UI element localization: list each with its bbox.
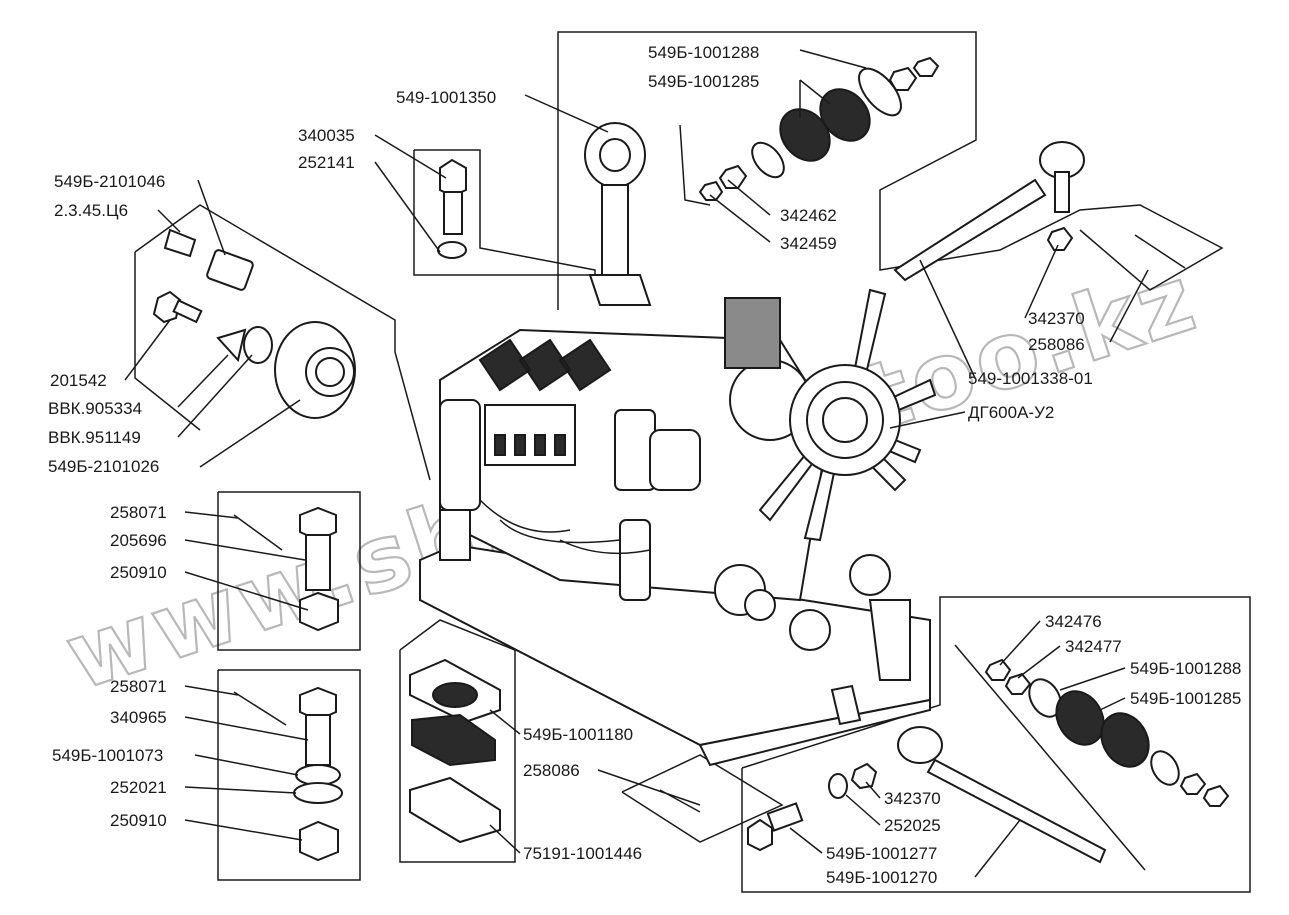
bolt-340965 bbox=[299, 686, 337, 722]
label-258071-b: 258071 bbox=[110, 677, 167, 696]
label-vvk905334: ВВК.905334 bbox=[48, 399, 142, 418]
nut-250910-a bbox=[299, 591, 339, 632]
fuel-fittings bbox=[152, 228, 356, 419]
cushion-549b-1001285-bottom-b bbox=[1100, 712, 1150, 768]
nut-342370-top bbox=[1046, 226, 1074, 251]
lower-left-parts bbox=[233, 506, 343, 862]
part-labels: 549Б-1001288 549Б-1001285 549-1001350 34… bbox=[48, 43, 1241, 887]
upper-mount-parts bbox=[437, 56, 1186, 306]
tie-rod-549-1001338-01 bbox=[893, 178, 1047, 282]
label-549b-2101046: 549Б-2101046 bbox=[54, 172, 165, 191]
label-258086-top: 258086 bbox=[1028, 335, 1085, 354]
label-549b-1001288-top: 549Б-1001288 bbox=[648, 43, 759, 62]
label-2345c6: 2.3.45.Ц6 bbox=[54, 201, 128, 220]
fan-dg600 bbox=[758, 288, 937, 542]
bolt-eye-549b-1001270 bbox=[897, 726, 943, 764]
washer-549b-1001288-bottom bbox=[1028, 678, 1062, 718]
bolt-340035 bbox=[439, 158, 467, 198]
label-342476: 342476 bbox=[1045, 612, 1102, 631]
label-250910-b: 250910 bbox=[110, 811, 167, 830]
label-dg600a-u2: ДГ600А-У2 bbox=[968, 403, 1054, 422]
label-342370-top: 342370 bbox=[1028, 309, 1085, 328]
bolt-201542 bbox=[152, 290, 182, 324]
washer-vvk951149 bbox=[243, 326, 273, 364]
label-549b-2101026: 549Б-2101026 bbox=[48, 457, 159, 476]
label-75191-1001446: 75191-1001446 bbox=[523, 844, 642, 863]
cotter-258071-a bbox=[233, 514, 283, 551]
label-205696: 205696 bbox=[110, 531, 167, 550]
lockwasher-252141 bbox=[437, 241, 467, 259]
label-549b-1001073: 549Б-1001073 bbox=[52, 746, 163, 765]
label-252025: 252025 bbox=[884, 816, 941, 835]
cushion-549b-1001285-bottom-a bbox=[1055, 690, 1105, 746]
label-549-1001338-01: 549-1001338-01 bbox=[968, 369, 1093, 388]
label-258086-bottom: 258086 bbox=[523, 761, 580, 780]
nut-top bbox=[888, 66, 918, 91]
label-252141: 252141 bbox=[298, 153, 355, 172]
label-549b-1001288-bottom: 549Б-1001288 bbox=[1130, 659, 1241, 678]
inset-frames bbox=[134, 31, 1251, 893]
engine-assembly bbox=[419, 288, 937, 767]
bolt-549b-1001277-head bbox=[747, 818, 773, 852]
label-549b-1001277: 549Б-1001277 bbox=[826, 844, 937, 863]
washer-549b-1001288-top bbox=[858, 67, 902, 117]
fitting-549b-2101046 bbox=[206, 249, 254, 291]
nut-top-small bbox=[912, 56, 940, 77]
label-vvk951149: ВВК.951149 bbox=[48, 428, 141, 447]
label-549-1001350: 549-1001350 bbox=[396, 88, 496, 107]
nut-342370-bottom bbox=[850, 762, 878, 790]
label-549b-1001285-bottom: 549Б-1001285 bbox=[1130, 689, 1241, 708]
label-258071-a: 258071 bbox=[110, 503, 167, 522]
bolt-205696 bbox=[299, 506, 337, 542]
plate-75191-1001446 bbox=[409, 776, 501, 844]
label-252021: 252021 bbox=[110, 778, 167, 797]
label-549b-1001270: 549Б-1001270 bbox=[826, 868, 937, 887]
label-342462: 342462 bbox=[780, 206, 837, 225]
label-549b-1001285-top: 549Б-1001285 bbox=[648, 72, 759, 91]
lower-right-parts bbox=[659, 658, 1230, 864]
label-250910-a: 250910 bbox=[110, 563, 167, 582]
label-549b-1001180: 549Б-1001180 bbox=[523, 725, 633, 744]
cushion-549b-1001285-top-b bbox=[779, 108, 831, 162]
nut-342476 bbox=[984, 658, 1012, 681]
fitting-2345c6 bbox=[163, 228, 197, 258]
gasket-vvk905334 bbox=[216, 328, 247, 363]
nut-342477 bbox=[1004, 672, 1032, 695]
label-201542: 201542 bbox=[50, 371, 107, 390]
washer-252025 bbox=[828, 773, 848, 799]
nut-250910-b bbox=[299, 820, 339, 862]
label-342370-bottom: 342370 bbox=[884, 789, 941, 808]
label-342459: 342459 bbox=[780, 234, 837, 253]
bolt-549b-1001270 bbox=[926, 758, 1107, 864]
label-340035: 340035 bbox=[298, 126, 355, 145]
leader-lines bbox=[124, 49, 1149, 878]
bolt-549b-1001277 bbox=[766, 802, 804, 832]
center-mount-parts bbox=[409, 658, 501, 844]
nut-342459 bbox=[698, 180, 724, 201]
label-340965: 340965 bbox=[110, 708, 167, 727]
washer-252021 bbox=[293, 782, 343, 804]
cotter-258071-b bbox=[233, 691, 287, 726]
label-342477: 342477 bbox=[1065, 637, 1122, 656]
